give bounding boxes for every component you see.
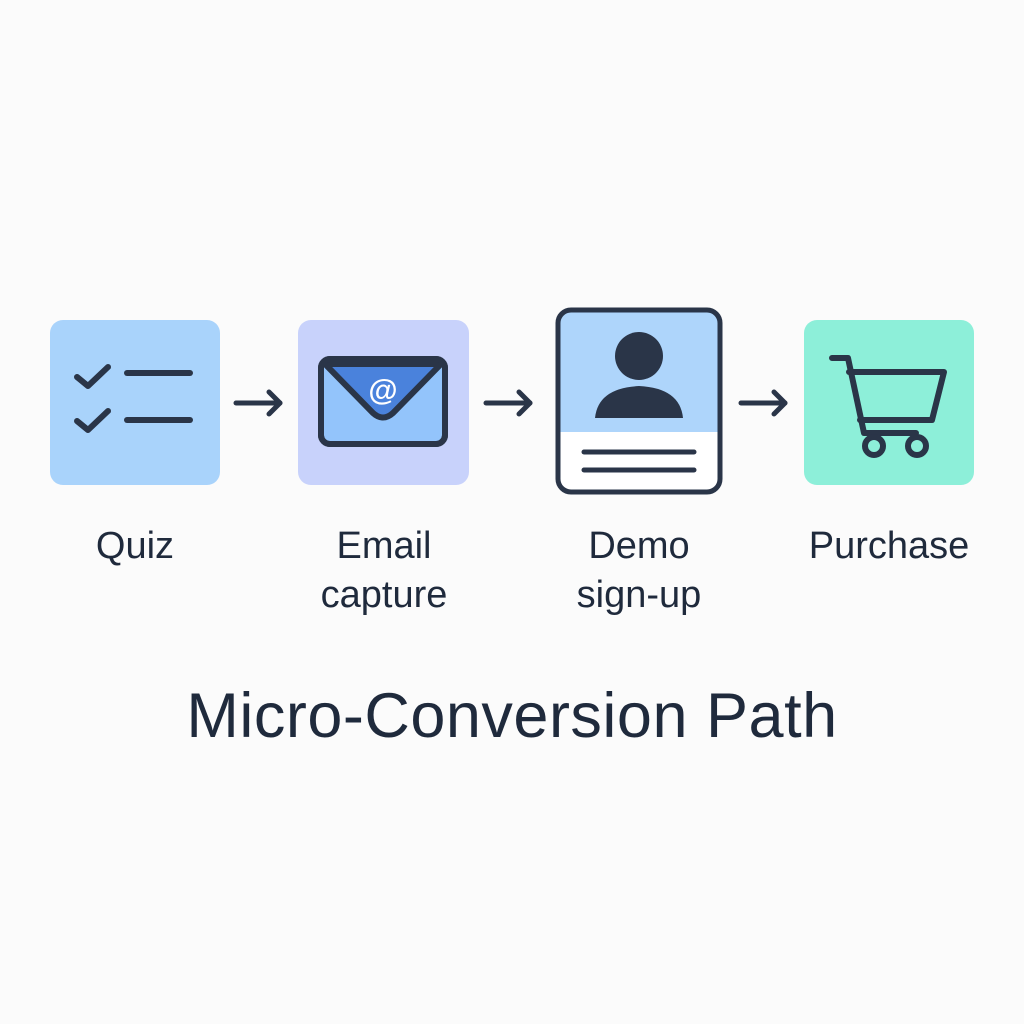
label-line-1: Demo (588, 525, 690, 567)
arrow-right-icon (233, 389, 283, 417)
step-label-purchase: Purchase (784, 522, 994, 571)
purchase-tile (804, 320, 974, 485)
step-label-email-capture: Email capture (294, 522, 474, 620)
label-line-1: Quiz (95, 525, 175, 567)
profile-card-icon (555, 307, 723, 495)
diagram-title: Micro-Conversion Path (186, 681, 838, 751)
email-at-icon: @ (318, 356, 448, 447)
checklist-icon (74, 364, 193, 433)
label-line-2: sign-up (576, 574, 702, 616)
label-line-1: Email (336, 525, 432, 567)
arrow-right-icon (738, 389, 788, 417)
step-label-quiz: Quiz (60, 522, 210, 571)
label-line-2: capture (320, 574, 448, 616)
arrow-right-icon (483, 389, 533, 417)
demo-signup-tile (554, 306, 724, 496)
email-capture-tile: @ (298, 320, 469, 485)
step-label-demo-signup: Demo sign-up (549, 522, 729, 620)
quiz-tile (50, 320, 220, 485)
svg-text:@: @ (368, 374, 397, 407)
label-line-1: Purchase (808, 525, 970, 567)
shopping-cart-icon (829, 355, 947, 458)
